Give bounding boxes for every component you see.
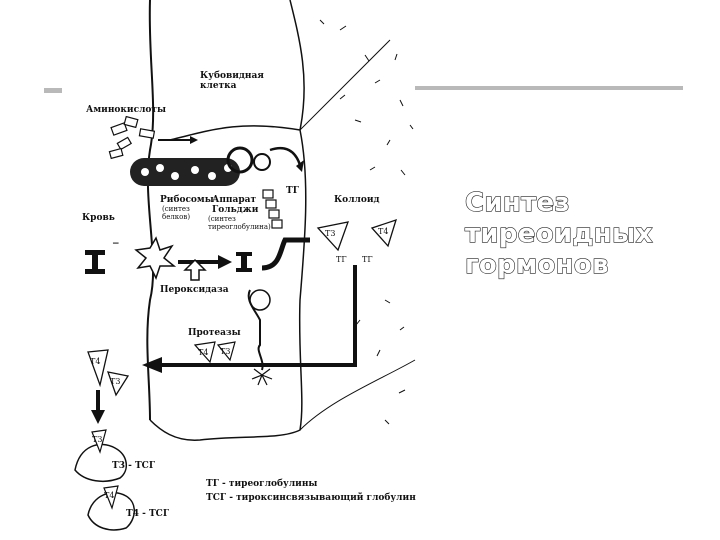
label-blood: Кровь (82, 213, 115, 223)
label-golgi-note-1: (синтез (208, 215, 236, 223)
cell-membrane-outline (146, 0, 155, 421)
label-peroxidase: Пероксидаза (160, 285, 229, 295)
blood-t4-shape (87, 349, 109, 388)
colloid-boundary (299, 39, 416, 431)
iodide-transport-arrow-head (218, 255, 232, 269)
golgi-arrow-head (296, 160, 304, 172)
label-amino-acids: Аминокислоты (86, 105, 166, 115)
label-complex-t3: Т3 (92, 435, 102, 444)
iodide-blood-symbol (85, 250, 105, 274)
label-t4-tsg: Т4 - ТСГ (126, 509, 170, 519)
peroxidase-arrow (183, 258, 207, 281)
iodine-to-colloid-arrow (261, 237, 310, 271)
release-burst (251, 368, 273, 386)
label-ribosomes-note-1: (синтез (162, 205, 190, 213)
label-colloid-t3: Т3 (325, 229, 335, 238)
left-accent-rule (44, 88, 62, 93)
label-ribosomes: Рибосомы (160, 194, 214, 205)
colloid-t3-shape (316, 221, 349, 252)
label-colloid-tg-2: ТГ (362, 255, 373, 264)
lysosome (249, 289, 271, 311)
amino-acid-blocks (108, 115, 156, 160)
legend-tsg: ТСГ - тироксинсвязывающий глобулин (206, 492, 416, 503)
label-golgi-2: Гольджи (212, 205, 259, 215)
label-colloid: Коллоид (334, 195, 380, 205)
slide-title-line-2: тиреоидных (464, 218, 653, 249)
label-cuboid-cell-1: Кубовидная (200, 70, 264, 81)
golgi-vesicle (226, 146, 254, 174)
iodide-charge-left: − (112, 239, 120, 249)
label-tg: ТГ (286, 186, 300, 196)
t3-tsg-complex (74, 443, 127, 483)
colloid-t4-shape (370, 218, 397, 248)
protease-t3-shape (216, 341, 236, 362)
label-t3-tsg: Т3 - ТСГ (112, 461, 156, 471)
slide-title-line-1: Синтез (464, 187, 570, 218)
slide-title: Синтез тиреоидных гормонов (464, 187, 705, 281)
cell-top-border (289, 0, 305, 131)
blood-t3-shape (107, 371, 130, 397)
label-protease-t4: Т4 (198, 348, 208, 357)
iodide-pump (134, 236, 177, 280)
endocytosis-vesicle (247, 289, 264, 371)
label-complex-t4: Т4 (104, 491, 114, 500)
label-ribosomes-note-2: белков) (162, 213, 190, 221)
iodine-cell-symbol (236, 252, 252, 272)
thyroglobulin-chain (262, 189, 283, 229)
label-cuboid-cell-2: клетка (200, 81, 237, 91)
golgi-vesicle-2 (253, 153, 271, 171)
hormone-release-path (160, 265, 357, 367)
binding-arrow-head (91, 410, 105, 424)
right-accent-rule (415, 86, 683, 90)
label-golgi-note-2: тиреоглобулина) (208, 223, 271, 231)
label-colloid-t4: Т4 (378, 227, 388, 236)
protease-t4-shape (193, 341, 216, 364)
label-colloid-tg-1: ТГ (336, 255, 347, 264)
label-blood-t3: Т3 (110, 377, 120, 386)
legend-tg: ТГ - тиреоглобулины (206, 478, 317, 489)
ribosome-dots (141, 164, 232, 180)
label-golgi-1: Аппарат (212, 195, 256, 205)
colloid-texture (319, 19, 414, 425)
hormone-release-arrow-head (142, 357, 162, 373)
golgi-arrow (269, 146, 302, 166)
t4-tsg-complex (87, 492, 135, 531)
t4-tsg-ligand (103, 485, 119, 510)
label-blood-t4: Т4 (90, 357, 100, 366)
amino-acid-arrow-head (190, 136, 198, 144)
label-proteases: Протеазы (188, 328, 241, 338)
t3-tsg-ligand (91, 429, 107, 454)
label-protease-t3: Т3 (220, 347, 230, 356)
cell-membrane-inner (149, 125, 307, 441)
slide-title-line-3: гормонов (464, 249, 609, 280)
